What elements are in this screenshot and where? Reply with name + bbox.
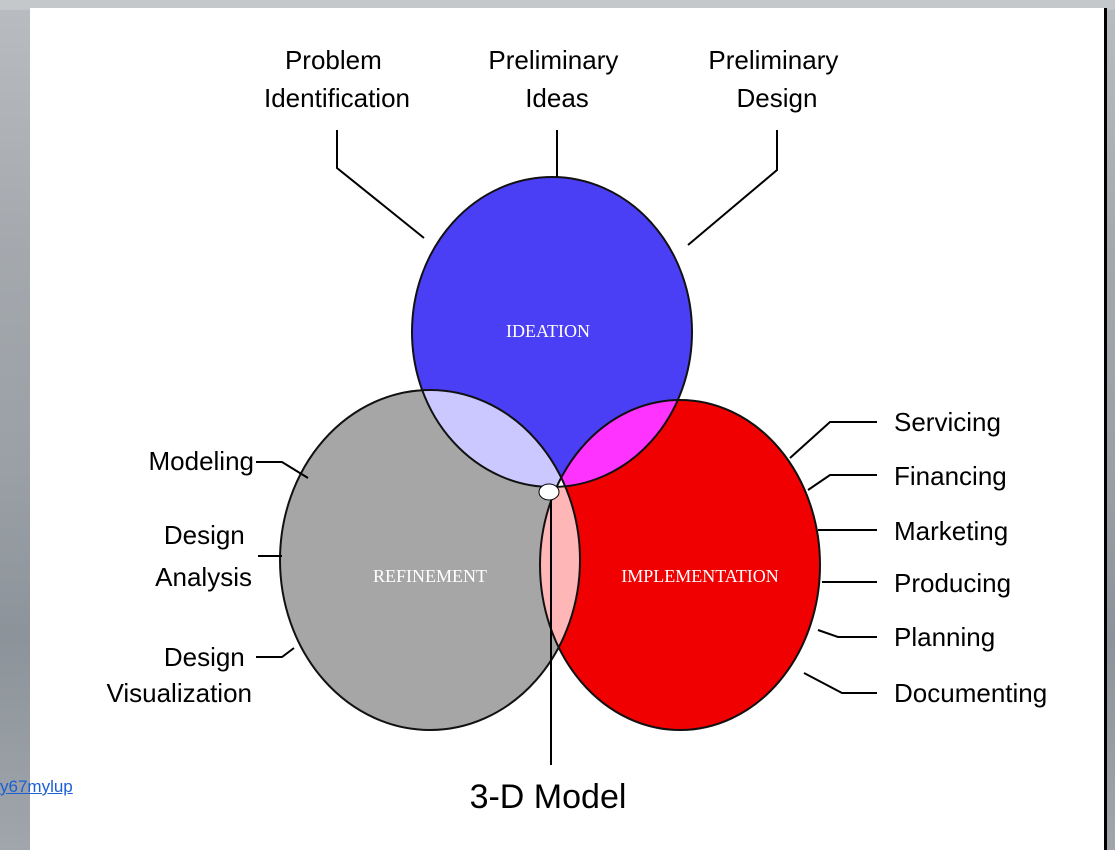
label-preliminary-ideas: Preliminary Ideas [488, 45, 625, 113]
leader-servicing [789, 421, 877, 459]
label-documenting: Documenting [894, 678, 1047, 708]
label-financing: Financing [894, 461, 1007, 491]
label-3d-model: 3-D Model [470, 778, 627, 816]
refinement-label: REFINEMENT [373, 566, 487, 586]
label-planning: Planning [894, 622, 995, 652]
label-problem-identification: Problem Identification [264, 45, 410, 113]
refinement-outline [279, 389, 581, 731]
implementation-circle [540, 400, 820, 730]
leader-financing [807, 474, 877, 491]
background-band [0, 0, 1115, 10]
label-modeling: Modeling [148, 446, 254, 476]
ideation-label: IDEATION [506, 321, 590, 341]
leader-documenting [803, 672, 877, 694]
leader-problem-identification [336, 130, 425, 239]
label-design-analysis: Design Analysis [155, 520, 252, 592]
leader-planning [817, 629, 877, 638]
center-point [538, 483, 560, 501]
source-link[interactable]: y67mylup [0, 777, 73, 796]
label-marketing: Marketing [894, 516, 1008, 546]
implementation-label: IMPLEMENTATION [621, 566, 779, 586]
leader-modeling [256, 461, 309, 479]
leader-preliminary-design [687, 130, 778, 246]
label-producing: Producing [894, 568, 1011, 598]
label-servicing: Servicing [894, 407, 1001, 437]
implementation-outline [539, 399, 821, 731]
ideation-refinement-overlap [412, 390, 580, 487]
label-design-visualization: Design Visualization [106, 642, 252, 708]
leader-design-visualization [256, 647, 295, 658]
label-preliminary-design: Preliminary Design [708, 45, 845, 113]
